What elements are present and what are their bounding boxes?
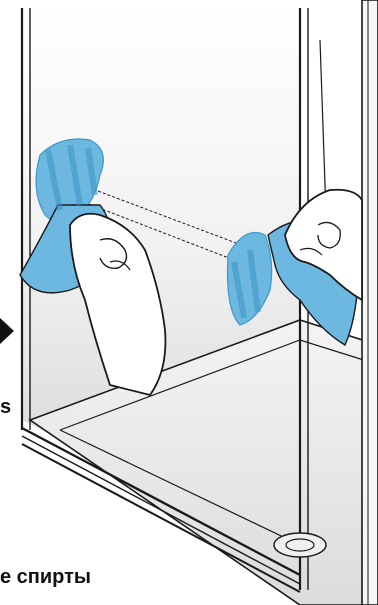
arrow-right-icon <box>0 318 16 344</box>
side-label-fragment: s <box>0 397 11 417</box>
drain-icon <box>274 533 326 557</box>
bottom-label-fragment: е спирты <box>0 567 91 587</box>
